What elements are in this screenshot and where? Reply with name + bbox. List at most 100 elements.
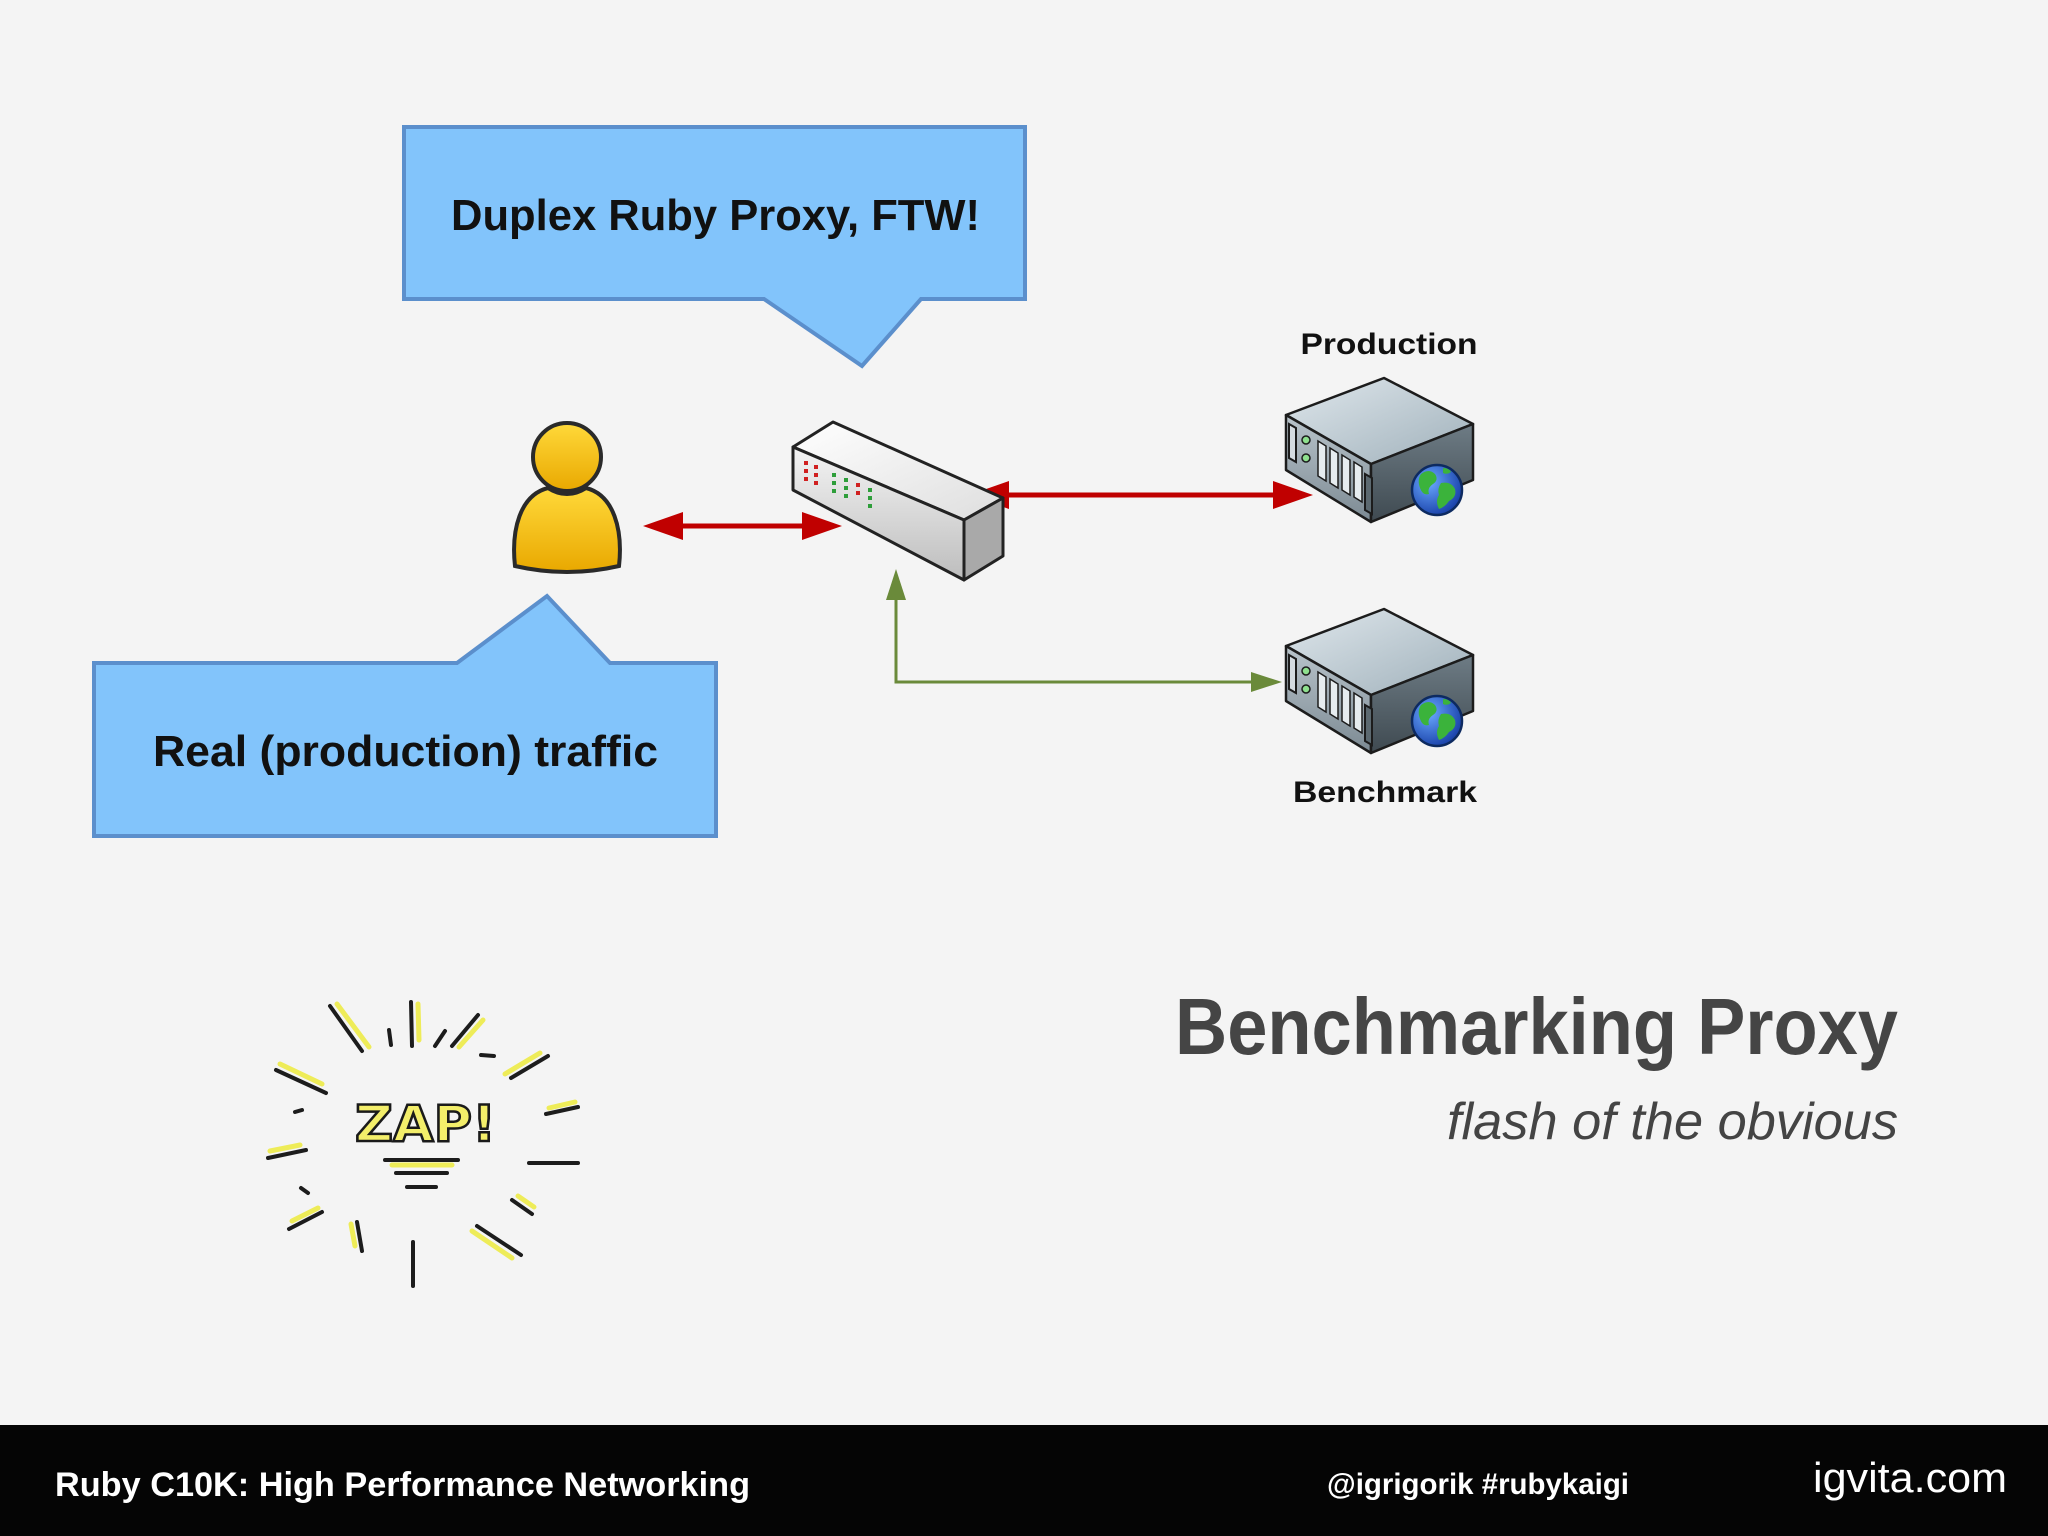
benchmark-label: Benchmark [1293,776,1477,809]
led [832,473,836,477]
zap-highlight [334,1001,372,1050]
zap-ray [266,1148,308,1160]
footer-background [0,1425,2048,1536]
arrow-proxy-production-head-right [1273,481,1313,509]
led [844,494,848,498]
globe-icon [1410,463,1464,517]
zap-underlines [383,1158,460,1189]
user-icon-body [512,485,622,574]
zap-ray [475,1224,523,1257]
zap-ray [287,1210,324,1231]
zap-highlight [415,1001,422,1043]
server-handle-right [1364,703,1373,747]
footer-site[interactable]: igvita.com [1813,1454,2007,1501]
web-server-icon [1284,376,1475,524]
callout-proxy-bubble [402,125,1027,369]
user-icon-head [531,421,603,493]
user-icon [512,421,622,574]
arrow-user-proxy-head-right [802,512,842,540]
globe-continent [1418,471,1437,495]
server-led [1301,684,1311,694]
server-drive-bay [1317,439,1327,483]
zap-highlight [277,1061,325,1087]
arrow-proxy-production [969,481,1313,509]
led [844,486,848,490]
led [832,489,836,493]
server-drive-bay [1353,691,1363,735]
callout-proxy: Duplex Ruby Proxy, FTW! [402,125,1027,369]
led [814,481,818,485]
led [814,465,818,469]
production-server [1284,376,1475,524]
callout-traffic: Real (production) traffic [92,593,718,838]
switch-port-leds [804,461,872,508]
zap-highlight [546,1099,578,1111]
globe-continent [1443,468,1451,474]
zap-ray [387,1028,393,1047]
zap-ray [433,1029,447,1048]
led [814,473,818,477]
led [856,491,860,495]
zap-ray [509,1054,550,1080]
switch-end-face [962,496,1005,582]
globe-icon [1410,694,1464,748]
zap-ray [299,1186,310,1195]
zap-highlight [469,1228,515,1261]
globe-continent [1437,482,1456,509]
led [832,481,836,485]
led [844,478,848,482]
network-switch-icon [791,420,1005,582]
zap-ray [328,1004,364,1053]
zap-highlight [289,1205,321,1224]
server-handle-left [1288,653,1297,695]
zap-highlight [267,1142,303,1154]
footer-bar: Ruby C10K: High Performance Networking @… [0,1425,2048,1536]
callout-traffic-bubble [92,593,718,838]
zap-ray [510,1198,534,1216]
led [804,469,808,473]
globe-continent [1443,699,1451,705]
zap-ray [479,1053,496,1058]
zap-sketch-icon: ZAP! [266,1000,580,1288]
server-drive-bay [1329,677,1339,721]
server-led [1301,453,1311,463]
server-drive-bay [1317,670,1327,714]
zap-ray [450,1013,480,1048]
arrow-proxy-benchmark-head-right [1251,672,1282,692]
globe-continent [1418,702,1437,726]
server-drive-bay [1329,446,1339,490]
arrow-proxy-benchmark-line [894,596,1256,684]
zap-ray [274,1068,328,1095]
server-led [1301,435,1311,445]
zap-highlight [348,1221,358,1249]
zap-highlights [267,1001,578,1261]
server-led [1301,666,1311,676]
zap-highlight [502,1050,543,1077]
led [868,488,872,492]
callout-proxy-text: Duplex Ruby Proxy, FTW! [451,191,980,240]
production-label: Production [1301,328,1478,361]
zap-highlight [515,1193,537,1210]
zap-ray [409,1000,414,1048]
zap-text: ZAP! [355,1095,496,1153]
arrow-proxy-benchmark [886,569,1282,692]
led [868,504,872,508]
globe-continent [1437,713,1456,740]
footer-handles: @igrigorik #rubykaigi [1327,1468,1629,1501]
server-drive-bay [1341,453,1351,497]
server-handle-left [1288,422,1297,464]
arrow-proxy-benchmark-head-up [886,569,906,600]
server-drive-bay [1353,460,1363,504]
zap-ray [544,1105,580,1116]
zap-ray [355,1220,364,1253]
zap-highlight [456,1017,486,1050]
led [804,461,808,465]
arrow-user-proxy [643,512,842,540]
zap-rays [266,1000,580,1288]
benchmark-server [1284,607,1475,755]
zap-ray [293,1108,304,1114]
slide-subtitle: flash of the obvious [1447,1093,1898,1151]
footer-talk-title: Ruby C10K: High Performance Networking [55,1466,750,1504]
